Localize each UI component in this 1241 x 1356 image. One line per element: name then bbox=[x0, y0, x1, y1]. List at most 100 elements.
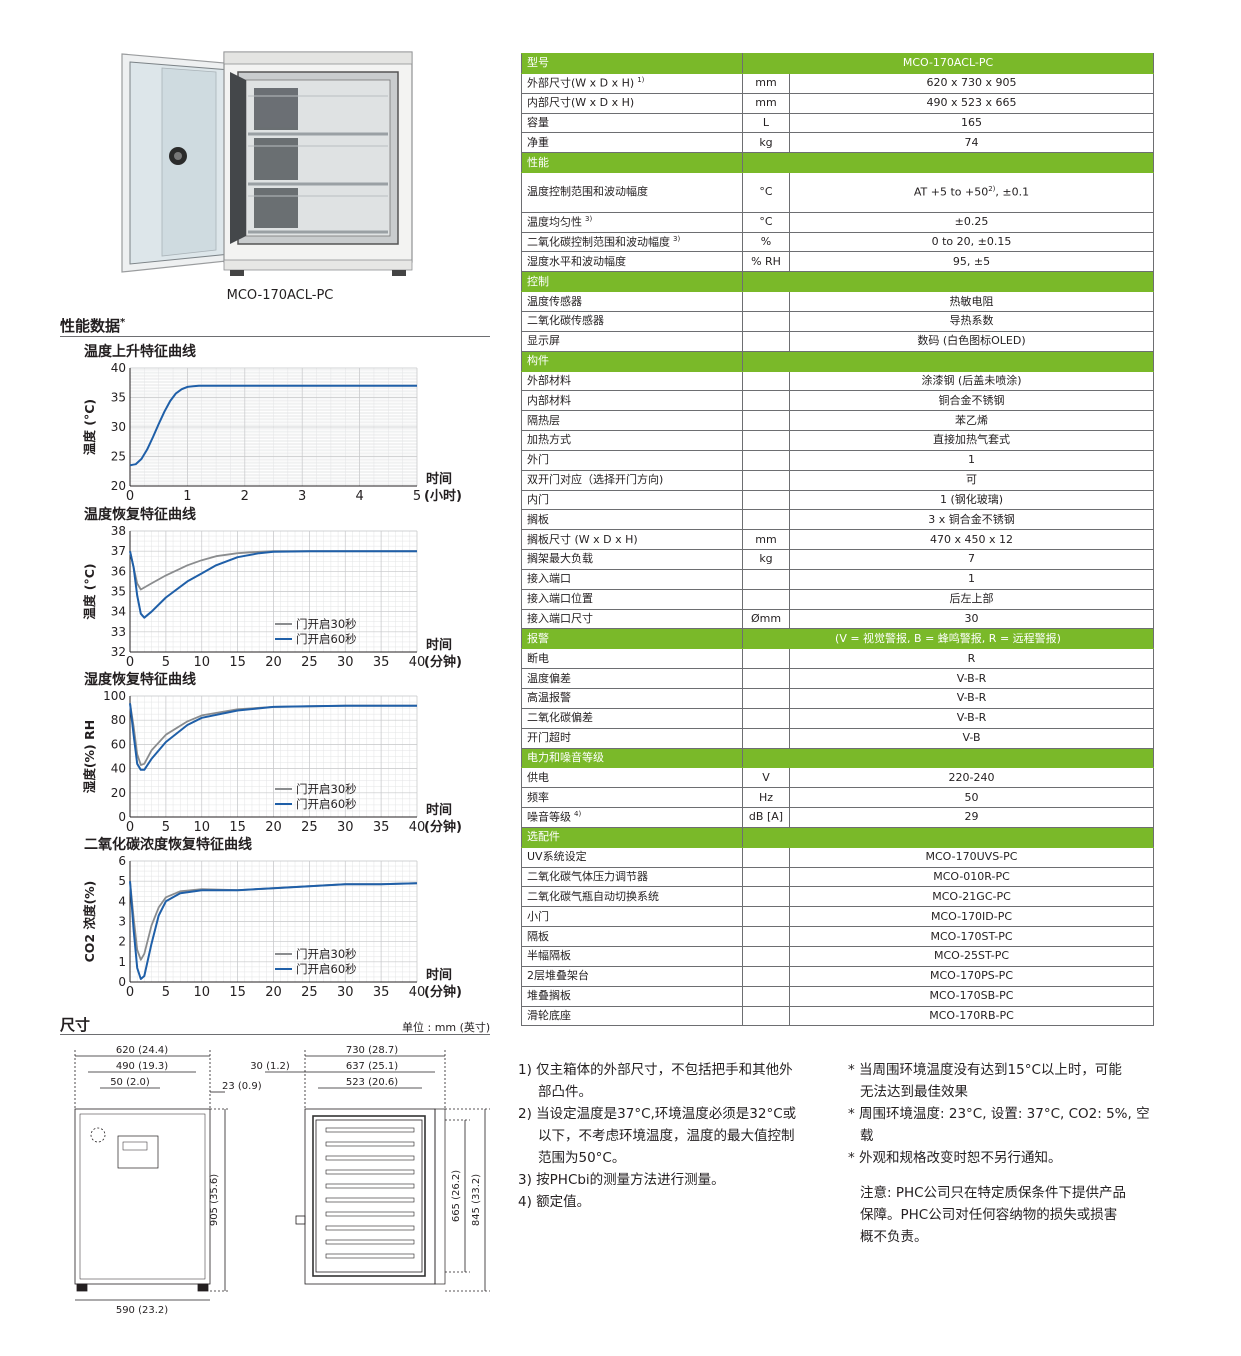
spec-row: 加热方式直接加热气套式 bbox=[521, 430, 1154, 451]
spec-unit bbox=[742, 926, 790, 947]
x-tick-label: 5 bbox=[413, 489, 421, 502]
spec-label: 温度控制范围和波动幅度 bbox=[521, 172, 743, 213]
spec-unit bbox=[742, 568, 790, 590]
spec-group-row: 构件 bbox=[521, 350, 1154, 372]
spec-unit bbox=[742, 866, 790, 888]
dim-523: 523 (20.6) bbox=[346, 1077, 398, 1088]
y-tick-label: 0 bbox=[118, 810, 126, 824]
spec-unit: V bbox=[742, 767, 790, 789]
series-line-2 bbox=[129, 703, 417, 771]
spec-unit bbox=[742, 430, 790, 451]
spec-value: 50 bbox=[789, 787, 1154, 809]
spec-value: 涂漆钢 (后盖未喷涂) bbox=[789, 370, 1154, 392]
spec-label: 接入端口尺寸 bbox=[521, 608, 743, 630]
y-tick-label: 6 bbox=[118, 854, 126, 868]
spec-unit: dB [A] bbox=[742, 807, 790, 828]
spec-group-value bbox=[742, 350, 1154, 372]
spec-unit bbox=[742, 410, 790, 432]
spec-unit: Ømm bbox=[742, 608, 790, 630]
x-tick-label: 40 bbox=[409, 655, 426, 668]
spec-value: V-B bbox=[789, 727, 1154, 749]
x-tick-label: 3 bbox=[298, 489, 306, 502]
spec-label: 2层堆叠架台 bbox=[521, 965, 743, 987]
shelf-drawing bbox=[325, 1155, 415, 1161]
front-view-body bbox=[74, 1108, 211, 1285]
x-tick-label: 35 bbox=[373, 820, 390, 833]
x-axis-unit: (分钟) bbox=[424, 984, 462, 998]
spec-group-label: 性能 bbox=[521, 152, 743, 174]
spec-unit bbox=[742, 489, 790, 511]
spec-label: 半幅隔板 bbox=[521, 945, 743, 967]
x-tick-label: 35 bbox=[373, 655, 390, 668]
y-axis-label: 温度 (°C) bbox=[82, 399, 97, 455]
spec-unit bbox=[742, 291, 790, 312]
x-tick-label: 10 bbox=[193, 985, 210, 998]
x-tick-label: 20 bbox=[265, 655, 282, 668]
spec-row: 接入端口位置后左上部 bbox=[521, 588, 1154, 610]
dim-665: 665 (26.2) bbox=[451, 1170, 462, 1222]
dim-23: 23 (0.9) bbox=[222, 1081, 262, 1092]
x-tick-label: 25 bbox=[301, 655, 318, 668]
spec-footnote-ref: 4) bbox=[574, 810, 582, 819]
spec-label: 开门超时 bbox=[521, 727, 743, 749]
spec-value: MCO-25ST-PC bbox=[789, 945, 1154, 967]
performance-title: 性能数据* bbox=[60, 317, 126, 335]
y-tick-label: 80 bbox=[111, 713, 126, 727]
spec-footnote-ref: 1) bbox=[637, 75, 645, 84]
spec-unit bbox=[742, 945, 790, 967]
spec-value: 490 x 523 x 665 bbox=[789, 92, 1154, 114]
footnote-1: 1) 仅主箱体的外部尺寸，不包括把手和其他外部凸件。 bbox=[518, 1062, 793, 1100]
chart3-title: 湿度恢复特征曲线 bbox=[84, 672, 196, 688]
spec-unit bbox=[742, 1005, 790, 1027]
spec-label: 容量 bbox=[521, 112, 743, 134]
spec-unit bbox=[742, 390, 790, 412]
spec-value: 0 to 20, ±0.15 bbox=[789, 231, 1154, 253]
spec-unit bbox=[742, 469, 790, 491]
spec-row: 开门超时 V-B bbox=[521, 727, 1154, 749]
x-axis-unit: (小时) bbox=[424, 488, 462, 502]
y-tick-label: 40 bbox=[111, 762, 126, 776]
spec-label: 温度传感器 bbox=[521, 291, 743, 312]
spec-value: 165 bbox=[789, 112, 1154, 134]
x-tick-label: 0 bbox=[126, 489, 134, 502]
footnote-2: 2) 当设定温度是37°C,环境温度必须是32°C或以下，不考虑环境温度，温度的… bbox=[518, 1106, 797, 1166]
y-tick-label: 3 bbox=[118, 915, 126, 929]
legend-label-30s: 门开启30秒 bbox=[296, 617, 357, 631]
x-axis-label: 时间 bbox=[426, 802, 452, 818]
series-line-2 bbox=[129, 881, 418, 980]
spec-unit: kg bbox=[742, 132, 790, 154]
spec-label: 二氧化碳传感器 bbox=[521, 310, 743, 332]
x-tick-label: 0 bbox=[126, 985, 134, 998]
shelf-drawing bbox=[325, 1225, 415, 1231]
spec-group-label: 电力和噪音等级 bbox=[521, 747, 743, 769]
spec-unit bbox=[742, 906, 790, 928]
spec-unit: °C bbox=[742, 211, 790, 233]
spec-group-row: 选配件 bbox=[521, 826, 1154, 848]
spec-value: 1 bbox=[789, 449, 1154, 471]
front-panel-display bbox=[117, 1135, 159, 1169]
y-tick-label: 20 bbox=[111, 479, 126, 493]
dim-637: 637 (25.1) bbox=[346, 1061, 398, 1072]
dim-front-width: 620 (24.4) bbox=[116, 1045, 168, 1056]
x-tick-label: 5 bbox=[162, 985, 170, 998]
x-axis-label: 时间 bbox=[426, 967, 452, 983]
y-tick-label: 34 bbox=[111, 605, 126, 619]
spec-value: 620 x 730 x 905 bbox=[789, 72, 1154, 94]
